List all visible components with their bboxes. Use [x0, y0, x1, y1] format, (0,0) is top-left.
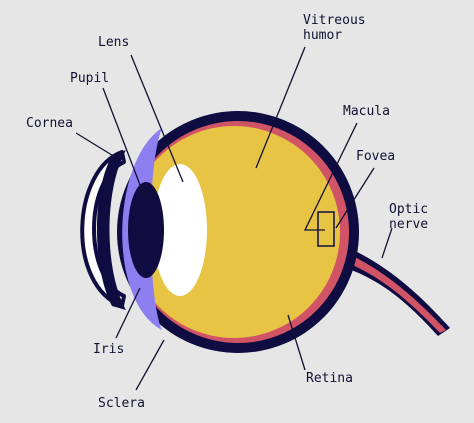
leader-fovea — [335, 167, 375, 229]
label-cornea: Cornea — [26, 116, 73, 131]
label-vitreous-line2: humor — [303, 28, 342, 43]
leader-optic — [381, 227, 393, 259]
anterior-band — [97, 150, 126, 310]
leader-macula — [303, 122, 358, 231]
label-sclera: Sclera — [98, 396, 145, 411]
leader-vitreous — [255, 46, 306, 169]
leader-sclera — [135, 339, 165, 391]
pupil — [128, 182, 164, 278]
leader-retina — [287, 314, 306, 371]
label-optic-line1: Optic — [389, 202, 428, 217]
leader-iris — [115, 287, 141, 339]
leader-lens — [130, 54, 184, 183]
label-retina: Retina — [306, 371, 353, 386]
label-pupil: Pupil — [70, 71, 109, 86]
label-vitreous-line1: Vitreous — [303, 13, 366, 28]
label-iris: Iris — [93, 342, 124, 357]
label-fovea: Fovea — [356, 149, 395, 164]
lens — [153, 164, 207, 296]
leader-cornea — [75, 132, 121, 161]
macula-marker — [317, 211, 335, 247]
label-macula: Macula — [343, 104, 390, 119]
leader-pupil — [102, 87, 146, 199]
label-lens: Lens — [98, 35, 129, 50]
label-optic-line2: nerve — [389, 217, 428, 232]
